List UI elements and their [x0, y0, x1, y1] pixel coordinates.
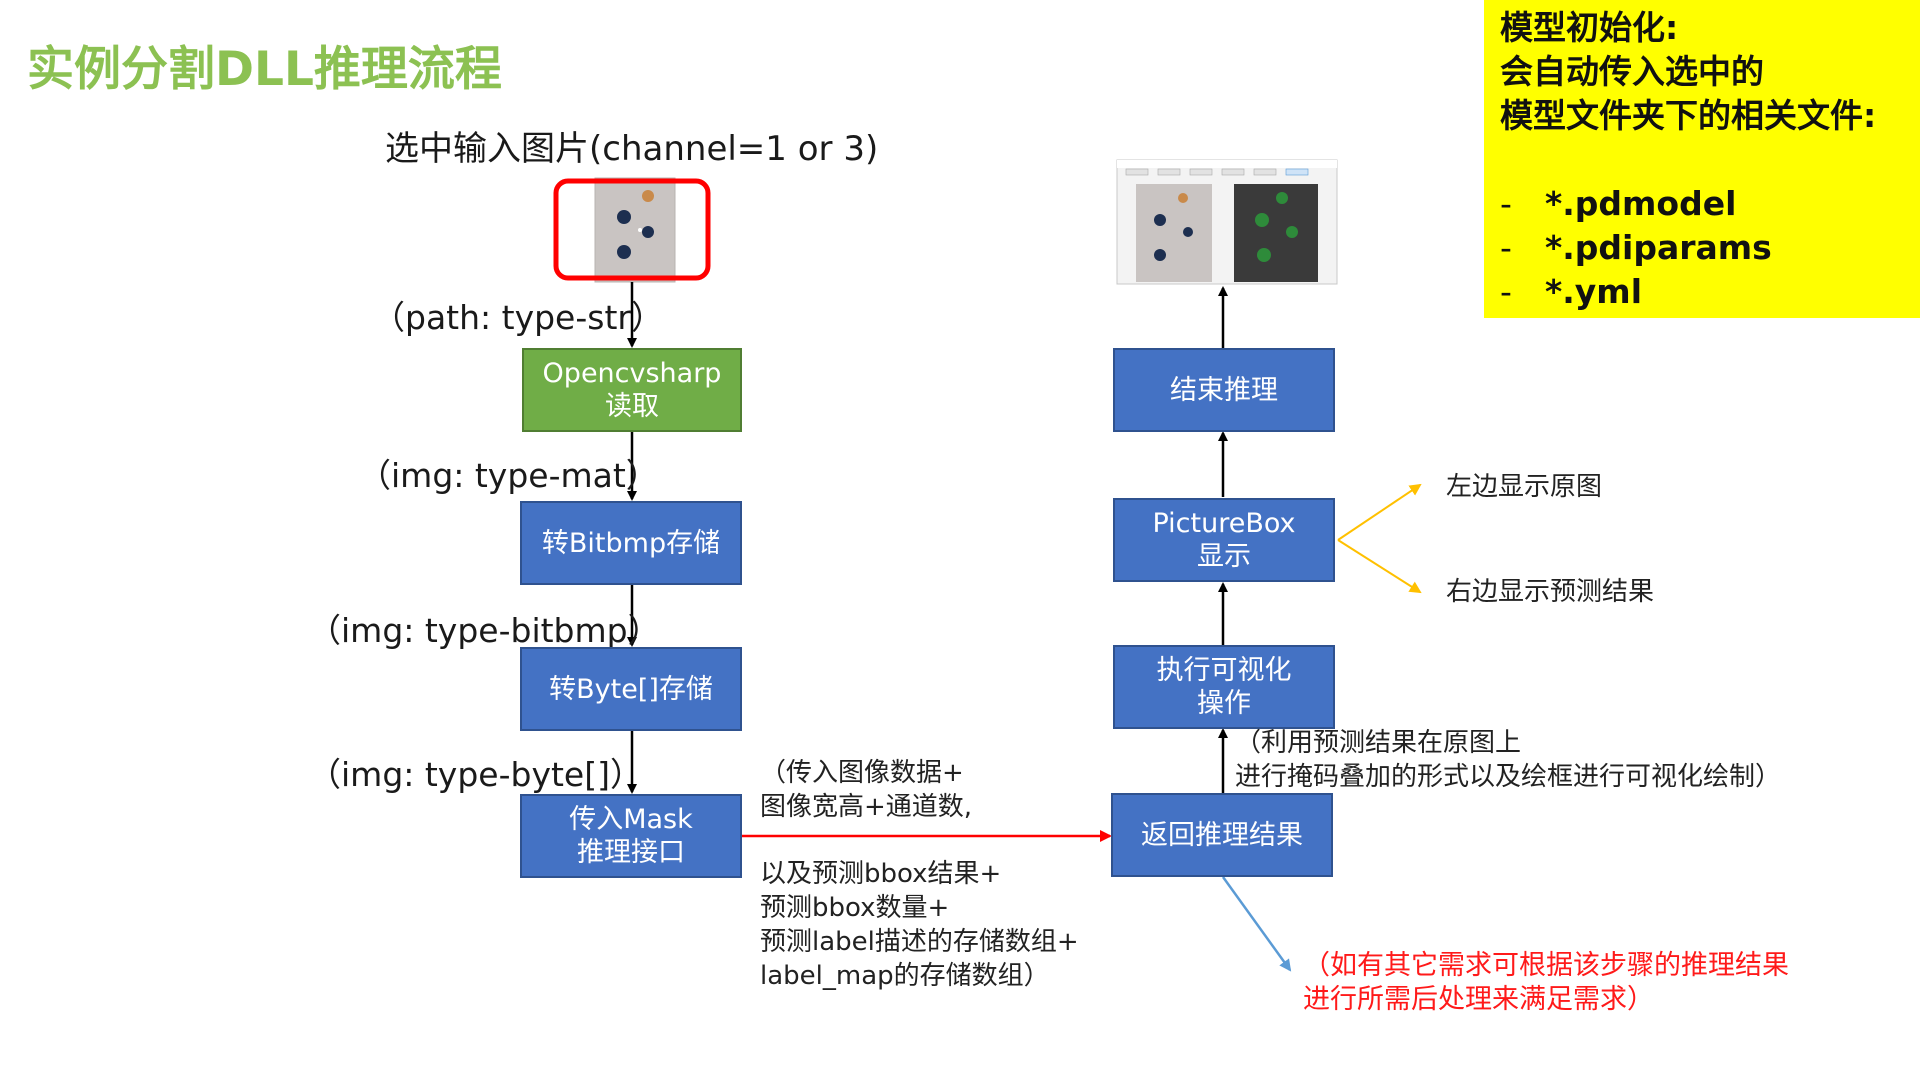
- box-read-line1: Opencvsharp: [542, 358, 722, 389]
- label-bitmap-type: （img: type-bitbmp）: [308, 611, 661, 650]
- input-caption: 选中输入图片(channel=1 or 3): [385, 129, 879, 169]
- init-line2: 会自动传入选中的: [1500, 52, 1764, 91]
- init-file-item: - *.pdiparams: [1500, 226, 1904, 270]
- input-image-thumbnail: [594, 177, 676, 283]
- box-bitmap-label: 转Bitbmp存储: [541, 527, 721, 559]
- box-return-label: 返回推理结果: [1141, 819, 1303, 851]
- box-opencvsharp-read: Opencvsharp 读取: [522, 348, 742, 432]
- arrow-to-left-show: [1337, 483, 1422, 541]
- box-picbox-line2: 显示: [1197, 541, 1251, 572]
- visualization-note: （利用预测结果在原图上 进行掩码叠加的形式以及绘框进行可视化绘制）: [1235, 726, 1781, 794]
- init-item-name: *.pdmodel: [1545, 184, 1737, 223]
- middle-note-line4: 预测bbox数量+: [760, 893, 950, 923]
- label-mat-type: （img: type-mat）: [358, 456, 659, 495]
- middle-note-line3: 以及预测bbox结果+: [760, 859, 1002, 889]
- red-note-line2: 进行所需后处理来满足需求）: [1303, 984, 1654, 1015]
- box-to-bitmap: 转Bitbmp存储: [520, 501, 742, 585]
- page-title: 实例分割DLL推理流程: [27, 42, 502, 97]
- box-mask-interface: 传入Mask 推理接口: [520, 794, 742, 878]
- visual-note-line2: 进行掩码叠加的形式以及绘框进行可视化绘制）: [1235, 762, 1782, 792]
- box-picbox-line1: PictureBox: [1152, 508, 1296, 539]
- right-show-prediction: 右边显示预测结果: [1446, 577, 1655, 607]
- postprocess-note: （如有其它需求可根据该步骤的推理结果 进行所需后处理来满足需求）: [1303, 949, 1789, 1017]
- arrow-to-right-show: [1337, 539, 1422, 594]
- selection-highlight: [553, 178, 711, 281]
- init-item-name: *.yml: [1545, 272, 1643, 311]
- box-mask-line2: 推理接口: [577, 837, 685, 868]
- box-read-line2: 读取: [605, 391, 659, 422]
- init-item-dash: -: [1500, 184, 1512, 223]
- box-visualization: 执行可视化 操作: [1113, 645, 1335, 729]
- box-to-byte: 转Byte[]存储: [520, 647, 742, 731]
- box-visual-line1: 执行可视化: [1156, 655, 1292, 686]
- middle-note-bottom: 以及预测bbox结果+ 预测bbox数量+ 预测label描述的存储数组+ la…: [760, 857, 1079, 993]
- visual-note-line1: （利用预测结果在原图上: [1235, 728, 1522, 758]
- red-note-line1: （如有其它需求可根据该步骤的推理结果: [1303, 950, 1789, 981]
- box-mask-line1: 传入Mask: [569, 804, 693, 835]
- middle-note-line1: （传入图像数据+: [760, 758, 964, 788]
- result-app-screenshot: [1116, 159, 1338, 285]
- init-item-dash: -: [1500, 228, 1512, 267]
- init-file-item: - *.yml: [1500, 270, 1904, 314]
- init-item-dash: -: [1500, 272, 1512, 311]
- box-byte-label: 转Byte[]存储: [549, 673, 713, 705]
- box-picturebox-display: PictureBox 显示: [1113, 498, 1335, 582]
- label-path-type: （path: type-str）: [372, 298, 664, 337]
- middle-note-top: （传入图像数据+ 图像宽高+通道数,: [760, 756, 972, 824]
- middle-note-line2: 图像宽高+通道数,: [760, 792, 973, 822]
- middle-note-line6: label_map的存储数组）: [760, 961, 1050, 991]
- box-end-inference: 结束推理: [1113, 348, 1335, 432]
- box-end-label: 结束推理: [1170, 374, 1278, 406]
- middle-note-line5: 预测label描述的存储数组+: [760, 927, 1079, 957]
- label-byte-type: （img: type-byte[]）: [308, 755, 643, 794]
- box-visual-line2: 操作: [1197, 688, 1251, 719]
- box-return-result: 返回推理结果: [1111, 793, 1333, 877]
- init-item-name: *.pdiparams: [1545, 228, 1772, 267]
- init-line3: 模型文件夹下的相关文件:: [1500, 96, 1877, 135]
- init-file-item: - *.pdmodel: [1500, 182, 1904, 226]
- left-show-original: 左边显示原图: [1446, 472, 1603, 502]
- model-init-panel: 模型初始化: 会自动传入选中的 模型文件夹下的相关文件: - *.pdmodel…: [1484, 0, 1920, 318]
- init-line1: 模型初始化:: [1500, 8, 1679, 47]
- arrow-to-postprocess-note: [1221, 876, 1292, 972]
